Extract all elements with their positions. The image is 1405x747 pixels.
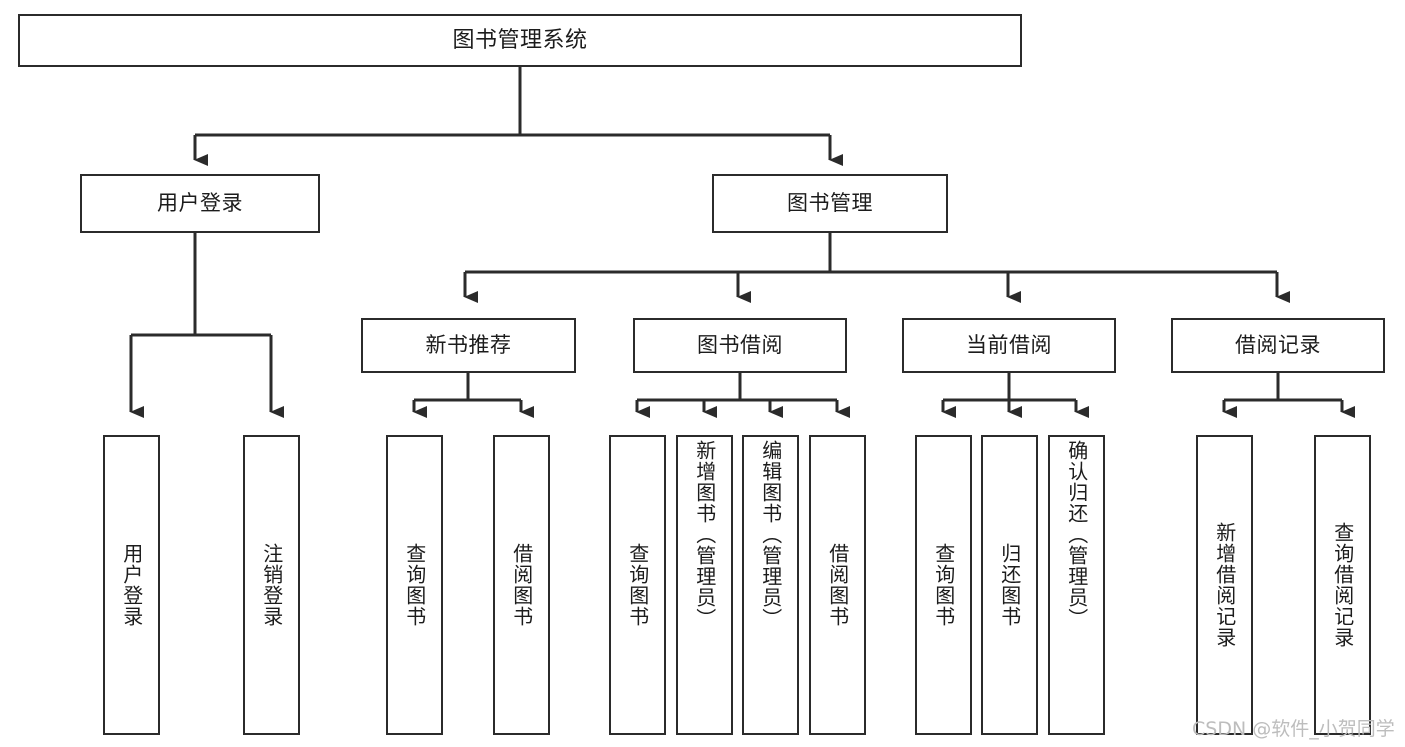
leaf-user-login-signin-label: 用户登录 <box>119 543 144 627</box>
leaf-borrow-borrow-book-label: 借阅图书 <box>825 543 850 627</box>
leaf-user-login-signout-label: 注销登录 <box>259 543 284 627</box>
node-book-management[interactable]: 图书管理 <box>712 174 948 233</box>
leaf-borrow-edit-book-label: 编辑图书（管理员） <box>758 440 783 629</box>
leaf-current-return-book[interactable]: 归还图书 <box>981 435 1038 735</box>
node-borrow-record[interactable]: 借阅记录 <box>1171 318 1385 373</box>
leaf-record-add[interactable]: 新增借阅记录 <box>1196 435 1253 735</box>
leaf-borrow-query-book[interactable]: 查询图书 <box>609 435 666 735</box>
leaf-current-confirm-return-label: 确认归还（管理员） <box>1064 440 1089 629</box>
node-user-login-label: 用户登录 <box>157 191 243 216</box>
leaf-new-book-borrow-label: 借阅图书 <box>509 543 534 627</box>
leaf-current-confirm-return[interactable]: 确认归还（管理员） <box>1048 435 1105 735</box>
node-new-book-recommend-label: 新书推荐 <box>425 333 512 358</box>
node-current-borrow[interactable]: 当前借阅 <box>902 318 1116 373</box>
leaf-user-login-signin[interactable]: 用户登录 <box>103 435 160 735</box>
leaf-record-query-label: 查询借阅记录 <box>1330 522 1355 648</box>
leaf-borrow-query-book-label: 查询图书 <box>625 543 650 627</box>
leaf-borrow-add-book[interactable]: 新增图书（管理员） <box>676 435 733 735</box>
node-book-management-label: 图书管理 <box>787 191 873 216</box>
leaf-new-book-borrow[interactable]: 借阅图书 <box>493 435 550 735</box>
leaf-current-query-book-label: 查询图书 <box>931 543 956 627</box>
node-current-borrow-label: 当前借阅 <box>966 333 1052 358</box>
leaf-borrow-borrow-book[interactable]: 借阅图书 <box>809 435 866 735</box>
node-root[interactable]: 图书管理系统 <box>18 14 1022 67</box>
leaf-user-login-signout[interactable]: 注销登录 <box>243 435 300 735</box>
node-user-login[interactable]: 用户登录 <box>80 174 320 233</box>
node-book-borrow[interactable]: 图书借阅 <box>633 318 847 373</box>
leaf-current-query-book[interactable]: 查询图书 <box>915 435 972 735</box>
node-book-borrow-label: 图书借阅 <box>697 333 783 358</box>
leaf-current-return-book-label: 归还图书 <box>997 543 1022 627</box>
leaf-new-book-query-label: 查询图书 <box>402 543 427 627</box>
leaf-record-add-label: 新增借阅记录 <box>1212 522 1237 648</box>
node-root-label: 图书管理系统 <box>452 27 588 53</box>
node-borrow-record-label: 借阅记录 <box>1235 333 1321 358</box>
leaf-borrow-edit-book[interactable]: 编辑图书（管理员） <box>742 435 799 735</box>
csdn-watermark: CSDN @软件_小贺同学 <box>1192 718 1395 740</box>
leaf-borrow-add-book-label: 新增图书（管理员） <box>692 440 717 629</box>
node-new-book-recommend[interactable]: 新书推荐 <box>361 318 576 373</box>
leaf-new-book-query[interactable]: 查询图书 <box>386 435 443 735</box>
leaf-record-query[interactable]: 查询借阅记录 <box>1314 435 1371 735</box>
